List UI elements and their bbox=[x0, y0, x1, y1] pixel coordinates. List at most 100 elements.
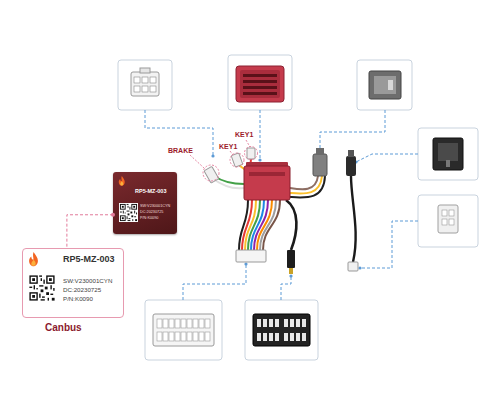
pin-row bbox=[243, 74, 277, 77]
pin bbox=[142, 86, 148, 92]
callout-pointer bbox=[246, 140, 250, 147]
model-number: RP5-MZ-003 bbox=[135, 188, 166, 194]
pin bbox=[187, 332, 192, 341]
wire bbox=[290, 176, 322, 194]
connector-latch bbox=[446, 160, 450, 167]
canbus-callout: RP5-MZ-003SW:V230001CYNDC:20230725P/N:K0… bbox=[22, 248, 124, 318]
pin bbox=[442, 219, 447, 225]
connector-body bbox=[433, 138, 463, 170]
grey-connector-thumb bbox=[369, 71, 401, 99]
key-connector bbox=[247, 148, 255, 159]
connector-body bbox=[153, 314, 214, 346]
plug-tip bbox=[289, 268, 293, 274]
pin bbox=[193, 319, 198, 328]
leader-lines bbox=[145, 110, 418, 300]
connector-face bbox=[374, 76, 396, 94]
pin bbox=[163, 319, 168, 328]
black-16pin-thumb bbox=[253, 314, 310, 346]
pin-row bbox=[243, 80, 277, 83]
white-connector bbox=[236, 250, 266, 262]
pin bbox=[134, 77, 140, 83]
pin bbox=[263, 333, 267, 341]
pin bbox=[275, 319, 279, 327]
leader-line bbox=[281, 276, 291, 300]
connector-body bbox=[253, 314, 310, 346]
wire bbox=[260, 200, 276, 250]
thumbnail-frame bbox=[418, 128, 478, 180]
thumbnail-frame bbox=[418, 195, 478, 247]
date-code: DC:20230725 bbox=[63, 287, 101, 294]
software-version: SW:V230001CYN bbox=[63, 278, 112, 285]
thumbnail-frame bbox=[357, 60, 412, 110]
leader-line bbox=[360, 221, 418, 268]
connector-pins bbox=[257, 319, 306, 341]
key-connector bbox=[231, 153, 243, 167]
leader-line bbox=[183, 264, 246, 300]
pin bbox=[142, 77, 148, 83]
date-code: DC:20230725 bbox=[140, 210, 163, 214]
black-plug bbox=[287, 250, 295, 268]
pin bbox=[302, 333, 306, 341]
connector-pins bbox=[243, 74, 277, 95]
leader-dot bbox=[211, 154, 214, 157]
pin-row bbox=[243, 86, 277, 89]
pin bbox=[187, 319, 192, 328]
connector-pins bbox=[157, 319, 210, 341]
pin bbox=[442, 210, 447, 216]
pin-callouts bbox=[190, 140, 258, 181]
pin bbox=[157, 319, 162, 328]
leader-dot bbox=[358, 266, 361, 269]
pin bbox=[284, 319, 288, 327]
pin bbox=[169, 319, 174, 328]
pin bbox=[290, 319, 294, 327]
part-number: P/N:K0090 bbox=[63, 296, 93, 303]
pin bbox=[134, 86, 140, 92]
caption-text: Canbus bbox=[45, 322, 82, 333]
software-version: SW:V230001CYN bbox=[140, 204, 170, 208]
callout-circle bbox=[245, 147, 258, 160]
thumbnail-frame bbox=[228, 55, 292, 110]
dashed-connector bbox=[67, 215, 113, 248]
pin bbox=[269, 333, 273, 341]
pin bbox=[157, 332, 162, 341]
antenna-cable bbox=[351, 176, 356, 262]
pin bbox=[175, 319, 180, 328]
leader-dot bbox=[244, 262, 247, 265]
leader-dots bbox=[211, 150, 361, 277]
pin-label: KEY1 bbox=[235, 131, 253, 138]
white-connector-thumb bbox=[131, 68, 159, 96]
wire bbox=[290, 176, 325, 198]
callout-pointer bbox=[190, 155, 204, 168]
callout-circle bbox=[230, 153, 244, 167]
adapter-tip bbox=[316, 148, 324, 155]
connector-pins bbox=[134, 77, 156, 92]
connector-body bbox=[438, 205, 458, 233]
black-connector-thumb bbox=[433, 138, 463, 170]
thumbnail-frame bbox=[118, 60, 172, 110]
pin bbox=[449, 219, 454, 225]
red-connector bbox=[244, 166, 290, 200]
leader-line bbox=[145, 110, 213, 156]
thumbnail-frame bbox=[145, 300, 222, 360]
pin bbox=[269, 319, 273, 327]
small-white-connector-thumb bbox=[438, 205, 458, 233]
pin bbox=[296, 333, 300, 341]
grey-adapter bbox=[313, 154, 327, 176]
pin bbox=[257, 333, 261, 341]
pin bbox=[181, 319, 186, 328]
white-20pin-thumb bbox=[153, 314, 214, 346]
pin bbox=[263, 319, 267, 327]
pin-label: KEY1 bbox=[219, 143, 237, 150]
pin-row bbox=[243, 92, 277, 95]
thumbnail-frame bbox=[245, 300, 318, 360]
pin bbox=[290, 333, 294, 341]
wire bbox=[290, 176, 318, 189]
connector-body bbox=[369, 71, 401, 99]
pin bbox=[449, 210, 454, 216]
connector-slot bbox=[388, 80, 393, 90]
pin bbox=[169, 332, 174, 341]
